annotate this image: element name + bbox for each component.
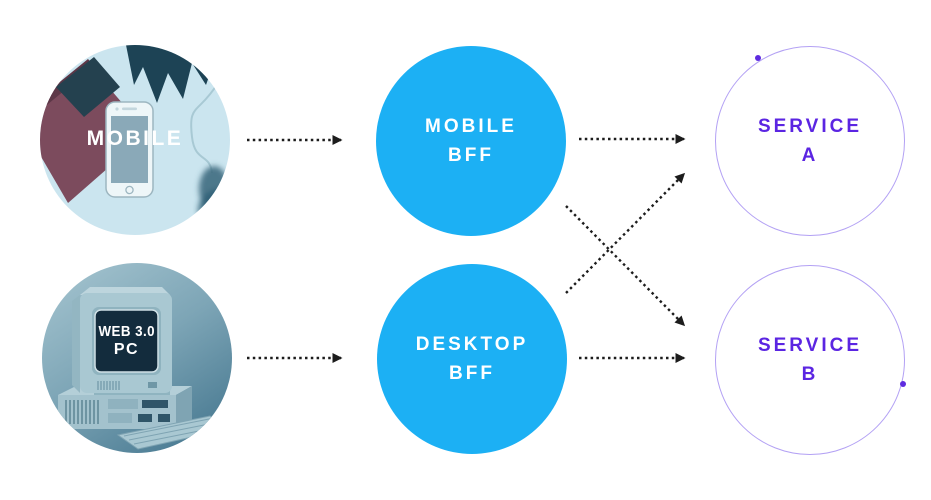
case-vents [65,400,99,424]
service-b-line2: B [801,364,819,385]
drive-slot-3 [158,414,170,422]
smartphone-screen [111,116,148,183]
service-a-outline-dot [755,55,761,61]
service-b-outline-dot [900,381,906,387]
pc-photo-illustration [42,263,232,453]
smartphone-speaker [122,107,137,111]
mobile-bff-line1: MOBILE [425,115,517,137]
drive-bay-1 [108,399,138,409]
mobile-bff-node: MOBILE BFF [376,46,566,236]
service-b-line1: SERVICE [757,334,863,356]
drive-slot-2 [138,414,152,422]
mobile-bff-line2: BFF [448,145,494,166]
edge-mobile-bff-to-service-b [565,205,686,327]
edge-desktop-bff-to-service-a [565,172,686,294]
service-a-line1: SERVICE [757,115,863,137]
mobile-client-node: MOBILE [40,45,230,235]
desktop-bff-label: DESKTOP BFF [416,330,529,389]
mobile-client-label: MOBILE [86,127,184,151]
service-b-node: SERVICE B [715,265,906,455]
smartphone-home-button [125,185,134,195]
desktop-client-node: WEB 3.0 PC [42,263,232,453]
service-a-label: SERVICE A [758,112,862,171]
monitor-side [72,295,80,393]
crt-screen [94,309,159,373]
monitor-vents [97,381,120,390]
crt-screen-text: WEB 3.0 PC [95,310,158,372]
drive-bay-2 [108,413,132,423]
service-a-line2: A [801,145,819,166]
mobile-bff-label: MOBILE BFF [425,112,517,171]
desktop-bff-line1: DESKTOP [415,333,529,355]
service-a-node: SERVICE A [715,46,905,236]
service-b-label: SERVICE B [758,331,862,390]
desktop-bff-line2: BFF [449,363,495,384]
pc-label: PC [113,340,140,358]
monitor-button [148,382,157,388]
phone-on-notebook-shape [56,57,120,117]
drive-slot-1 [142,400,168,408]
case-side [176,386,192,429]
web30-label: WEB 3.0 [98,323,155,340]
smartphone-camera [115,107,119,111]
cable-shape [190,82,219,174]
desktop-bff-node: DESKTOP BFF [377,264,567,454]
